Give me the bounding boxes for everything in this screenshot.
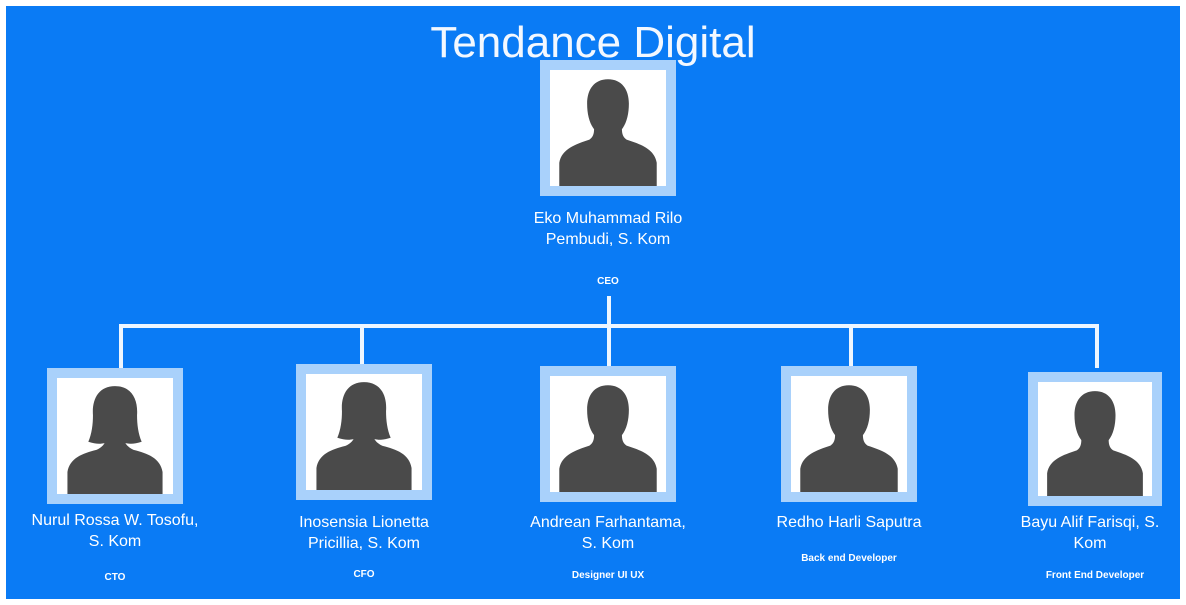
male-silhouette-icon — [550, 376, 666, 492]
male-silhouette-icon — [550, 70, 666, 186]
member-role-2: CFO — [353, 569, 375, 580]
male-silhouette-icon — [1038, 382, 1152, 496]
ceo-photo — [540, 60, 676, 196]
member-photo-1 — [47, 368, 183, 504]
ceo-name: Eko Muhammad Rilo Pembudi, S. Kom — [533, 210, 683, 248]
member-name-4: Redho Harli Saputra — [776, 514, 922, 531]
connector-drop-1 — [119, 324, 123, 368]
connector-drop-4 — [849, 324, 853, 368]
member-role-4: Back end Developer — [801, 553, 897, 564]
male-silhouette-icon — [791, 376, 907, 492]
ceo-role: CEO — [597, 276, 619, 287]
member-photo-5 — [1028, 372, 1162, 506]
member-photo-2 — [296, 364, 432, 500]
connector-ceo-down — [607, 296, 611, 328]
member-photo-3 — [540, 366, 676, 502]
connector-drop-2 — [360, 324, 364, 368]
chart-title: Tendance Digital — [430, 18, 756, 67]
member-role-1: CTO — [104, 572, 126, 583]
female-silhouette-icon — [57, 378, 173, 494]
member-photo-4 — [781, 366, 917, 502]
female-silhouette-icon — [306, 374, 422, 490]
connector-drop-3 — [607, 324, 611, 368]
member-name-2: Inosensia Lionetta Pricillia, S. Kom — [299, 514, 429, 552]
org-chart: Tendance Digital Eko Muhammad Rilo Pembu… — [6, 6, 1180, 599]
member-role-3: Designer UI UX — [571, 570, 645, 581]
member-name-1: Nurul Rossa W. Tosofu, S. Kom — [31, 512, 199, 550]
connector-drop-5 — [1095, 324, 1099, 368]
member-name-3: Andrean Farhantama, S. Kom — [530, 514, 686, 552]
member-name-5: Bayu Alif Farisqi, S. Kom — [1020, 514, 1160, 552]
member-role-5: Front End Developer — [1045, 570, 1145, 581]
